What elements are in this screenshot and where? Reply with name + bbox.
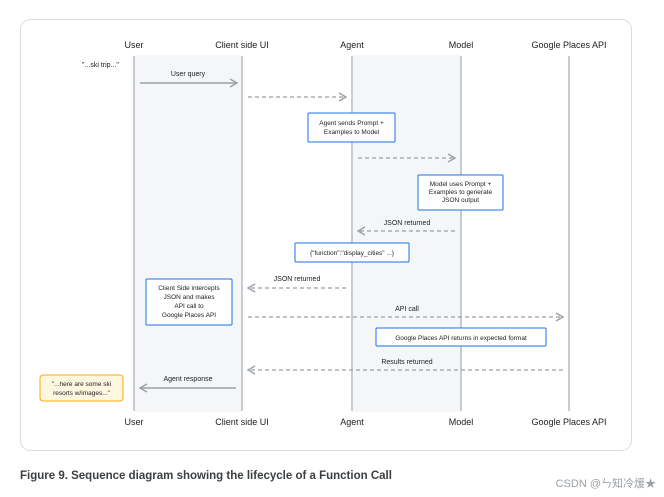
note-agent-sends-line2: Examples to Model xyxy=(324,129,380,136)
note-client-intercepts-box xyxy=(145,278,233,326)
user-input-text: "...ski trip..." xyxy=(82,62,119,69)
note-function-json: {"function":"display_cities" ...} xyxy=(310,250,395,257)
participant-client-ui-bottom: Client side UI xyxy=(215,417,269,427)
participant-client-ui-top: Client side UI xyxy=(215,40,269,50)
note-places-returns: Google Places API returns in expected fo… xyxy=(395,335,527,342)
note-client-intercepts-line3: API call to xyxy=(174,303,204,310)
note-client-intercepts-line2: JSON and makes xyxy=(164,294,216,301)
figure-caption: Figure 9. Sequence diagram showing the l… xyxy=(20,470,392,482)
note-function-json-box xyxy=(294,242,410,263)
note-user-output-line2: resorts w/images..." xyxy=(53,390,111,397)
participant-model-top: Model xyxy=(449,40,474,50)
note-client-intercepts-line1: Client Side intercepts xyxy=(158,285,220,292)
participant-agent-top: Agent xyxy=(340,40,364,50)
note-agent-sends-line1: Agent sends Prompt + xyxy=(319,120,384,127)
note-client-intercepts-line4: Google Places API xyxy=(162,312,216,319)
participant-user-bottom: User xyxy=(124,417,143,427)
note-agent-sends-box xyxy=(307,112,396,143)
note-model-uses-line3: JSON output xyxy=(442,197,479,204)
participant-model-bottom: Model xyxy=(449,417,474,427)
client-ui-shade xyxy=(134,55,242,412)
label-agent-response: Agent response xyxy=(163,376,212,383)
label-json-returned-agent: JSON returned xyxy=(274,276,321,283)
note-model-uses-box xyxy=(417,174,504,211)
note-model-uses-line2: Examples to generate xyxy=(429,189,493,196)
note-user-output-box xyxy=(39,374,124,402)
note-user-output-line1: "...here are some ski xyxy=(52,381,111,388)
note-places-returns-box xyxy=(375,327,547,347)
label-results-returned: Results returned xyxy=(381,359,432,366)
note-model-uses-line1: Model uses Prompt + xyxy=(430,181,492,188)
participant-user-top: User xyxy=(124,40,143,50)
watermark: CSDN @ㄣ知冷煖★ xyxy=(555,478,656,490)
label-json-returned-model: JSON returned xyxy=(384,220,431,227)
participant-google-places-top: Google Places API xyxy=(531,40,606,50)
participant-google-places-bottom: Google Places API xyxy=(531,417,606,427)
label-user-query: User query xyxy=(171,71,206,78)
label-api-call: API call xyxy=(395,306,419,313)
participant-agent-bottom: Agent xyxy=(340,417,364,427)
